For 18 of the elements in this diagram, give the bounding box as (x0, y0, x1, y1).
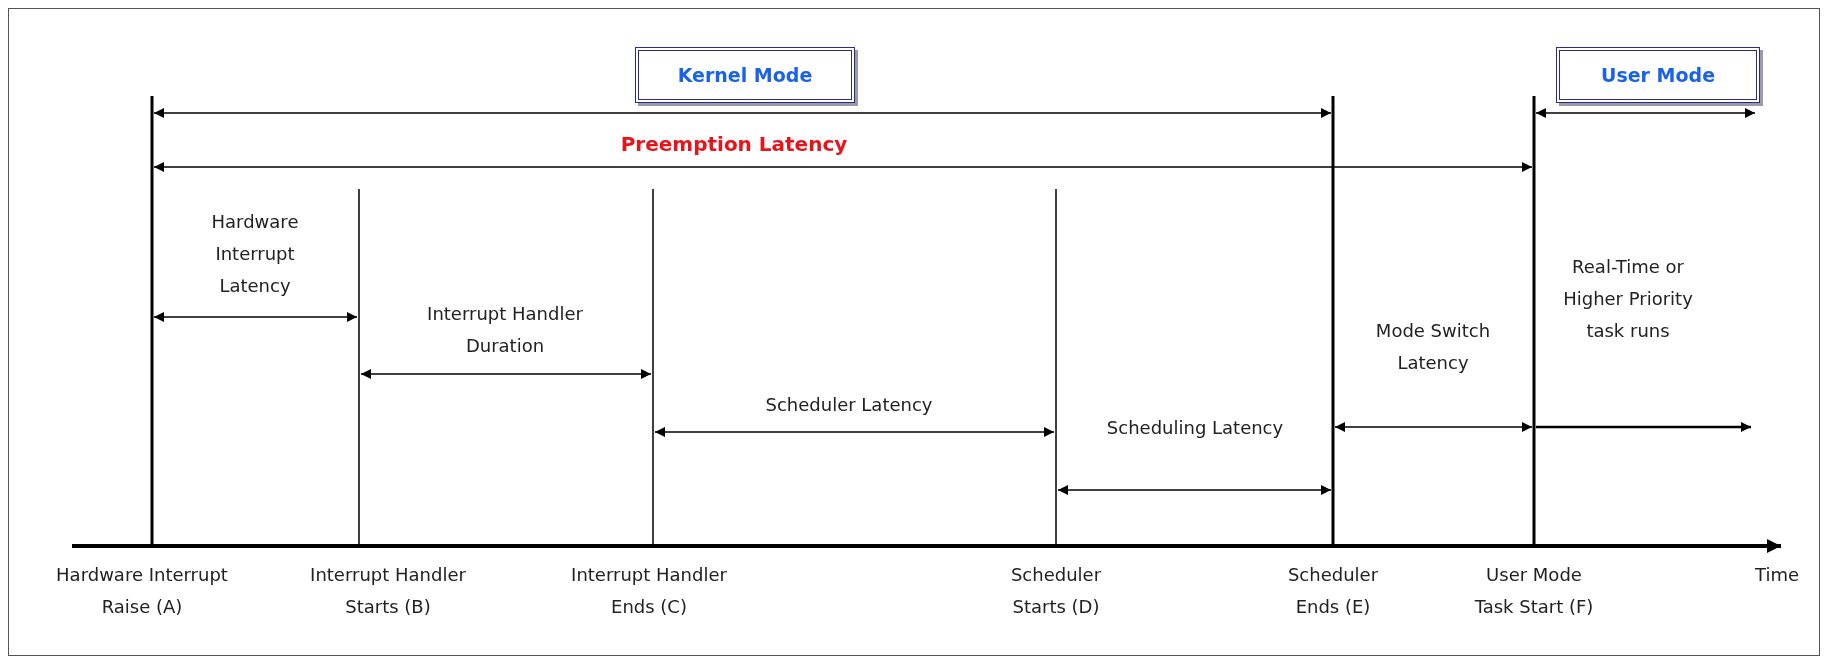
event-label: Time (1753, 563, 1801, 587)
event-label: Interrupt Handler Ends (C) (570, 563, 728, 619)
dimension-label: Scheduling Latency (1105, 416, 1285, 440)
event-label: Scheduler Ends (E) (1286, 563, 1380, 619)
dimension-label: Interrupt Handler Duration (426, 302, 584, 358)
mode-title: User Mode (1600, 62, 1716, 88)
event-label: Interrupt Handler Starts (B) (309, 563, 467, 619)
event-label: Scheduler Starts (D) (1009, 563, 1103, 619)
mode-box (1556, 47, 1760, 103)
dimension-label: Hardware Interrupt Latency (210, 210, 300, 298)
mode-title: Kernel Mode (677, 62, 813, 88)
dimension-label: Preemption Latency (619, 131, 849, 158)
dimension-label: Real-Time or Higher Priority task runs (1562, 255, 1694, 343)
event-label: Hardware Interrupt Raise (A) (55, 563, 229, 619)
event-label: User Mode Task Start (F) (1473, 563, 1595, 619)
mode-box (635, 47, 855, 103)
dimension-label: Scheduler Latency (764, 393, 934, 417)
dimension-label: Mode Switch Latency (1374, 319, 1492, 375)
